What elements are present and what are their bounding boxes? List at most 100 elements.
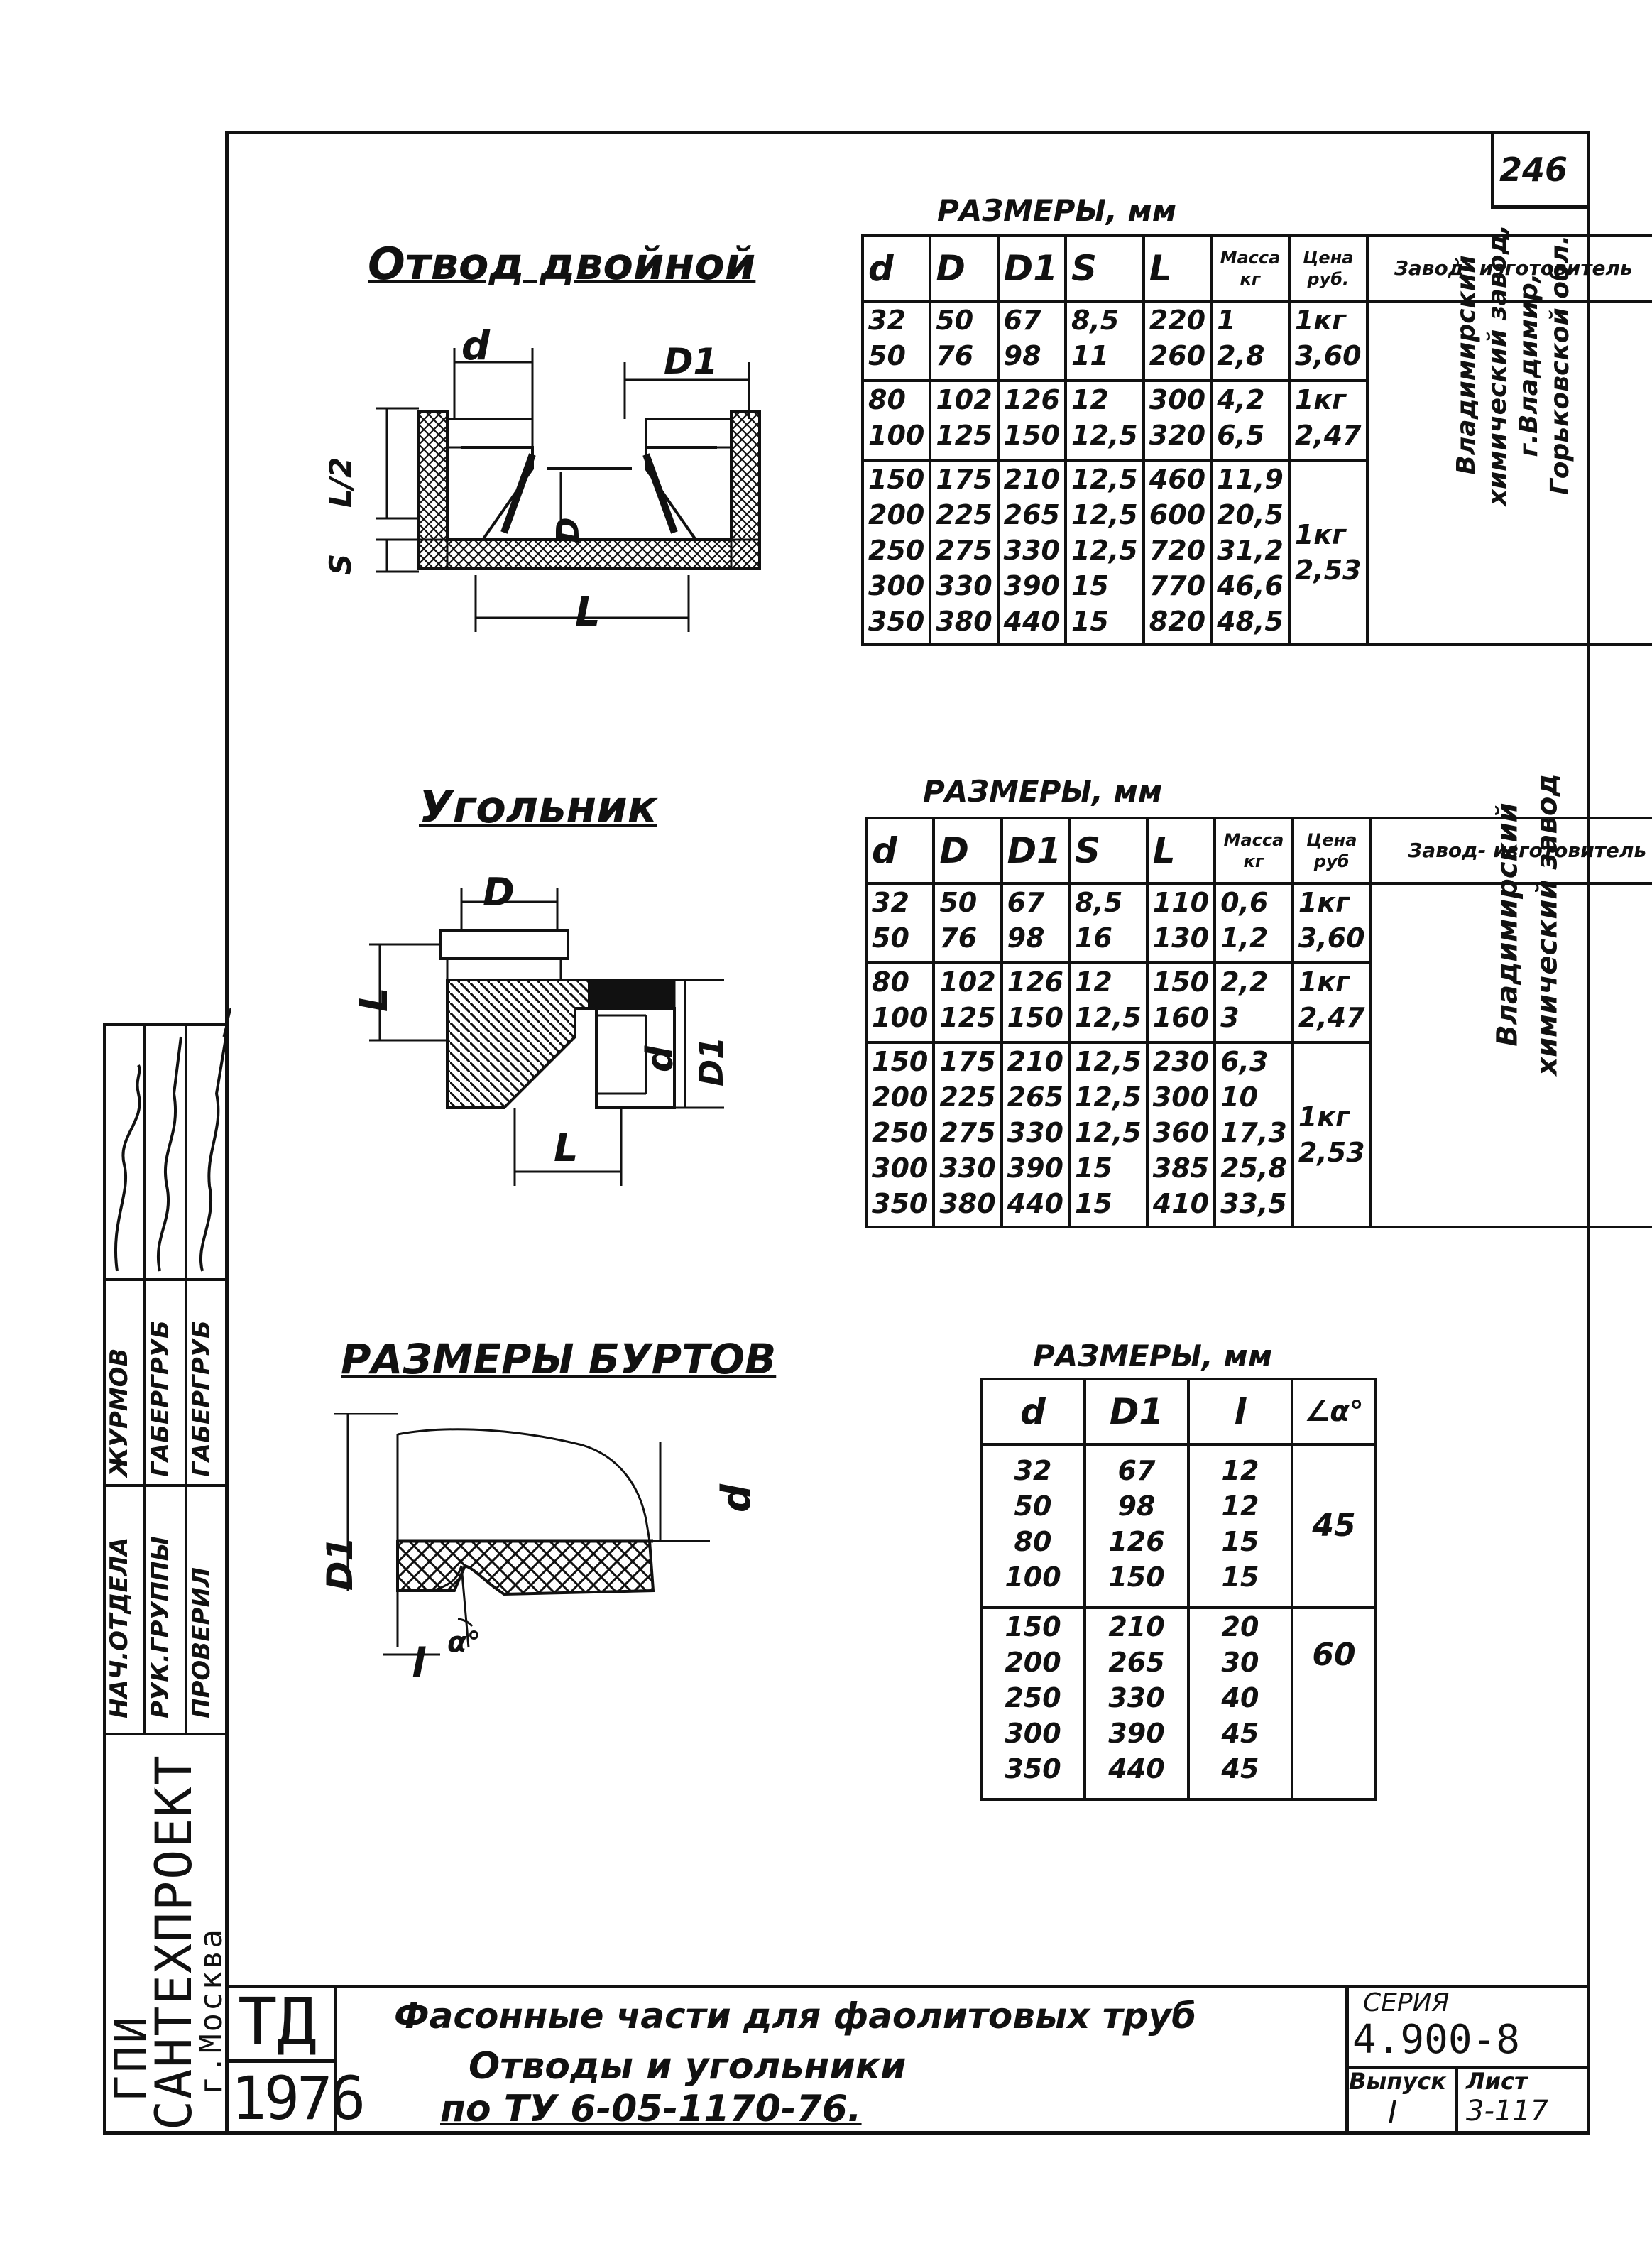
value: 265 xyxy=(1003,499,1060,530)
role-group-leader: РУК.ГРУППЫ xyxy=(146,1536,175,1718)
value: 80 xyxy=(868,384,906,415)
value: 250 xyxy=(868,535,925,566)
value: 330 xyxy=(936,570,992,601)
col-header: D xyxy=(932,817,1003,885)
value: 200 xyxy=(868,499,925,530)
col-header: L xyxy=(1145,817,1217,885)
value: 12,5 xyxy=(1074,1002,1142,1033)
value: 12 xyxy=(1221,1455,1259,1486)
section2-dims-caption: РАЗМЕРЫ, мм xyxy=(923,774,1163,809)
value: 17,3 xyxy=(1220,1117,1287,1148)
bend-label-d: d xyxy=(461,323,491,369)
bend-label-L2: L/2 xyxy=(323,457,358,508)
manufacturer-line: Горьковской обл. xyxy=(1545,234,1575,496)
value: 80 xyxy=(872,966,909,998)
value: 160 xyxy=(1152,1002,1210,1033)
value: 385 xyxy=(1152,1152,1210,1184)
value: 225 xyxy=(939,1081,996,1113)
value: 300 xyxy=(1149,384,1206,415)
stamp-divider-h2 xyxy=(103,1278,229,1281)
value: 2,47 xyxy=(1298,1002,1365,1033)
value: 3,60 xyxy=(1298,922,1365,954)
value: 380 xyxy=(939,1188,996,1219)
manufacturer-line: Владимирский xyxy=(1491,802,1524,1047)
value: 1кг xyxy=(1294,384,1346,415)
collar-drawing xyxy=(334,1413,710,1656)
value: 1 xyxy=(1217,305,1236,336)
sheet-value: 3-117 xyxy=(1466,2095,1549,2127)
sheet-number-box xyxy=(1491,131,1590,209)
value: 0,6 xyxy=(1220,887,1269,918)
value: 440 xyxy=(1007,1188,1063,1219)
value: 3,60 xyxy=(1294,340,1362,371)
value: 4,2 xyxy=(1217,384,1265,415)
value: 6,3 xyxy=(1220,1046,1269,1077)
manufacturer-line: Владимирский xyxy=(1451,255,1481,475)
bend-label-D1: D1 xyxy=(664,341,718,382)
value: 220 xyxy=(1149,305,1206,336)
value: 12,5 xyxy=(1074,1081,1142,1113)
value: 12,5 xyxy=(1071,535,1138,566)
value: 350 xyxy=(872,1188,929,1219)
value: 820 xyxy=(1149,606,1206,637)
value: 770 xyxy=(1149,570,1206,601)
value: 330 xyxy=(1003,535,1060,566)
col-header: D1 xyxy=(1083,1378,1190,1446)
value: 1кг xyxy=(1298,1101,1350,1133)
value: 10 xyxy=(1220,1081,1258,1113)
col-header: d xyxy=(864,817,936,885)
value: 350 xyxy=(1005,1753,1061,1784)
value: 210 xyxy=(1003,464,1060,495)
title-block-divider-4 xyxy=(1345,2066,1590,2069)
value: 45 xyxy=(1221,1753,1259,1784)
approval-stamp xyxy=(103,1023,229,2135)
value: 31,2 xyxy=(1217,535,1284,566)
value: 11,9 xyxy=(1217,464,1284,495)
collar-label-D1: D1 xyxy=(319,1536,361,1591)
name-head-of-dept: ЖУРМОВ xyxy=(105,1348,133,1477)
table-header-row: d D1 l ∠α° xyxy=(980,1378,1377,1446)
cell-angle: 60 xyxy=(1291,1606,1377,1801)
value: 15 xyxy=(1221,1526,1259,1557)
value: 265 xyxy=(1007,1081,1063,1113)
section3-title: РАЗМЕРЫ БУРТОВ xyxy=(341,1335,777,1383)
stamp-divider-1 xyxy=(143,1023,146,1733)
issue-value: I xyxy=(1388,2095,1397,2131)
value: 175 xyxy=(939,1046,996,1077)
value: 1кг xyxy=(1294,305,1346,336)
org-city: г.Москва xyxy=(193,1927,229,2095)
value: 15 xyxy=(1074,1188,1112,1219)
value: 360 xyxy=(1152,1117,1210,1148)
section2-title: Угольник xyxy=(419,781,657,833)
section1-title: Отвод двойной xyxy=(368,238,756,290)
value: 125 xyxy=(939,1002,996,1033)
value: 50 xyxy=(868,340,906,371)
role-checked: ПРОВЕРИЛ xyxy=(187,1566,216,1718)
value: 98 xyxy=(1007,922,1045,954)
collar-label-l: l xyxy=(412,1640,426,1686)
value: 12,5 xyxy=(1074,1046,1142,1077)
value: 20,5 xyxy=(1217,499,1284,530)
section3-dims-caption: РАЗМЕРЫ, мм xyxy=(1033,1339,1273,1373)
value: 12,5 xyxy=(1074,1117,1142,1148)
value: 300 xyxy=(1152,1081,1210,1113)
col-header: Масса кг xyxy=(1213,817,1294,885)
